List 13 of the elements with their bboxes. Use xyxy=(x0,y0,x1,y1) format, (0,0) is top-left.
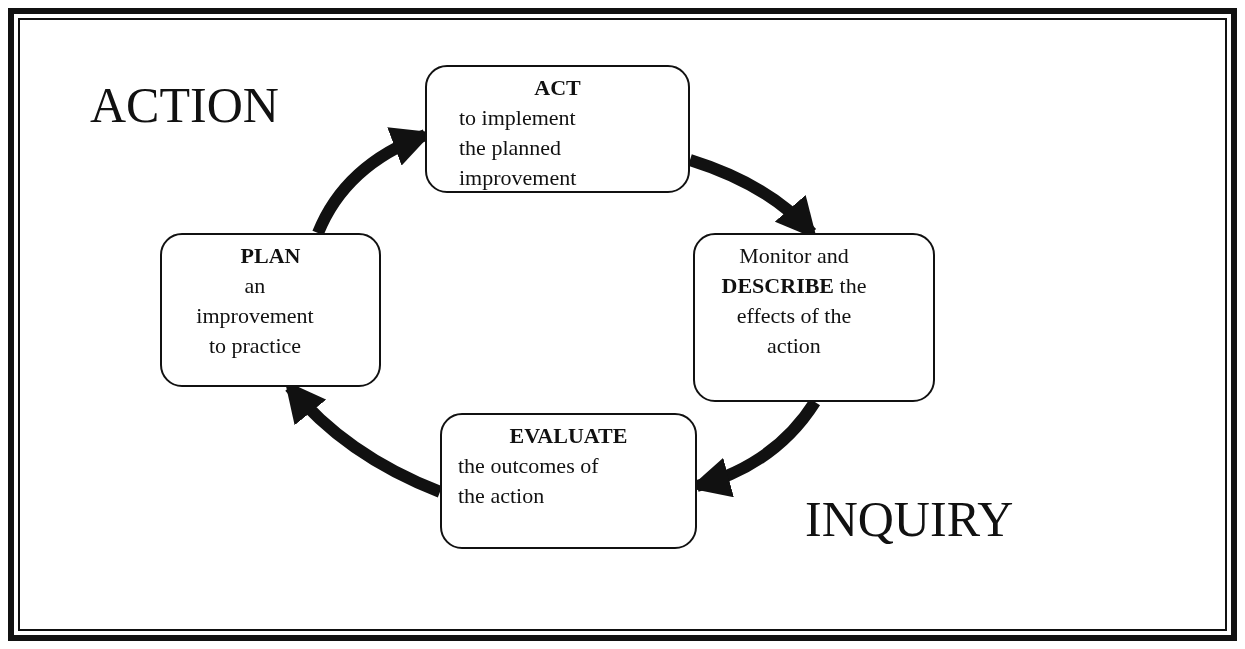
step-description: Monitor and DESCRIBE the effects of the action xyxy=(720,242,868,360)
section-heading: INQUIRY xyxy=(805,490,1014,548)
step-box xyxy=(440,413,697,549)
step-description: the outcomes of the action xyxy=(457,452,600,510)
step-description: to implement the planned improvement xyxy=(458,104,578,192)
step-title: EVALUATE xyxy=(508,422,629,450)
step-description: an improvement to practice xyxy=(195,272,315,360)
step-title: ACT xyxy=(533,74,582,102)
step-title: PLAN xyxy=(239,242,302,270)
section-heading: ACTION xyxy=(90,76,279,134)
step-box xyxy=(425,65,690,193)
step-box xyxy=(160,233,381,387)
step-box xyxy=(693,233,935,402)
